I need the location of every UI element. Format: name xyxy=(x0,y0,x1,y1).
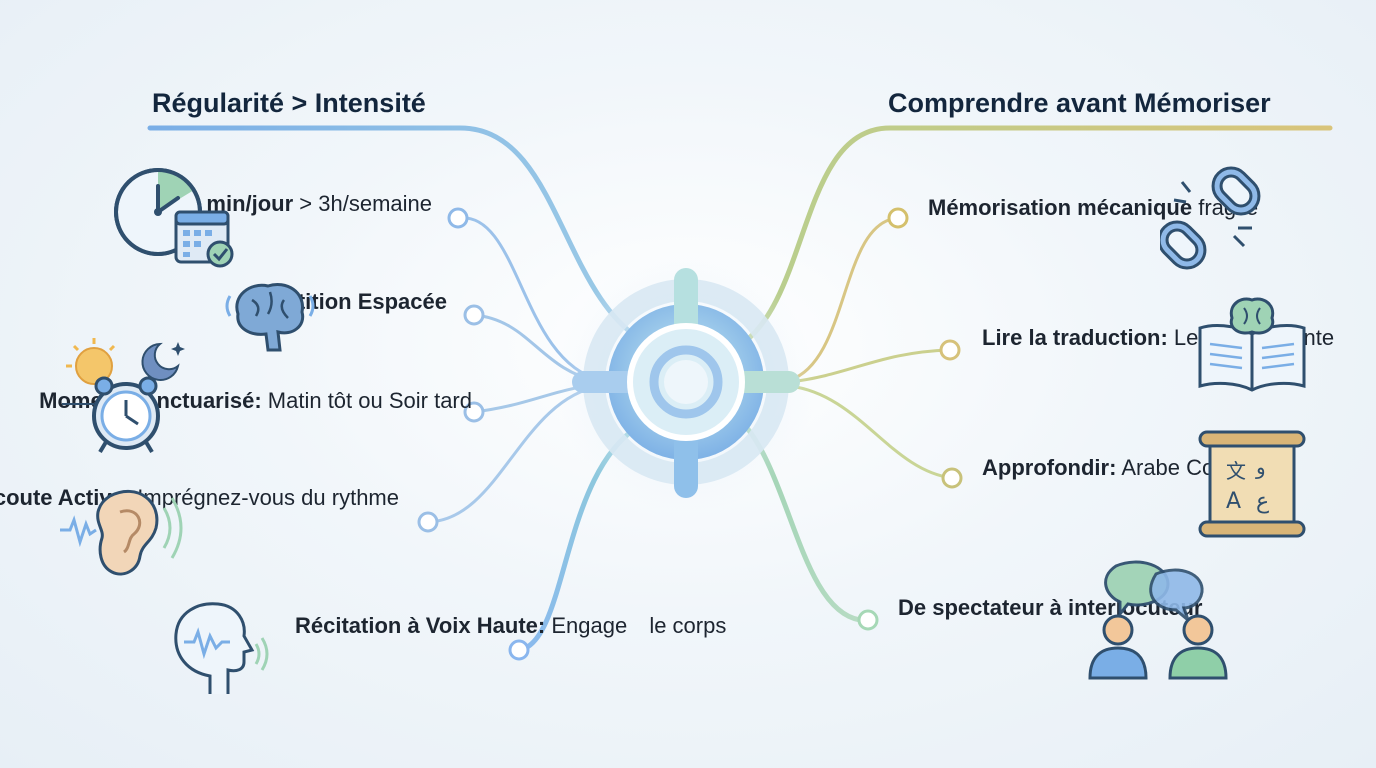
scroll-glyph: A xyxy=(1226,489,1241,514)
clock-calendar-icon xyxy=(114,168,234,268)
item-ecoute: Écoute Active: Imprégnez-vous du rythme xyxy=(0,485,399,510)
node-dot[interactable] xyxy=(417,511,439,533)
scroll-glyph: و xyxy=(1255,455,1266,479)
sun-moon-alarm-icon xyxy=(62,338,185,454)
node-dot[interactable] xyxy=(447,207,469,229)
brain-icon xyxy=(225,283,315,352)
node-dot[interactable] xyxy=(939,339,961,361)
scroll-glyph: ع xyxy=(1256,489,1269,514)
node-dot[interactable] xyxy=(887,207,909,229)
conversation-icon xyxy=(1088,560,1228,680)
right-branch-title: Comprendre avant Mémoriser xyxy=(888,88,1271,118)
node-dot[interactable] xyxy=(508,639,530,661)
item-memorisation: Mémorisation mécanique fragile xyxy=(928,195,1258,220)
node-dot[interactable] xyxy=(941,467,963,489)
item-recitation: Récitation à Voix Haute: Engage le corps xyxy=(295,613,727,638)
speaking-head-icon xyxy=(174,602,269,694)
node-dot[interactable] xyxy=(857,609,879,631)
broken-chain-icon xyxy=(1160,166,1261,270)
left-branch-title: Régularité > Intensité xyxy=(152,88,426,118)
book-brain-icon xyxy=(1198,297,1306,392)
scroll-icon: 文 و A ع xyxy=(1198,430,1306,538)
ear-icon xyxy=(60,489,183,576)
scroll-glyph: 文 xyxy=(1226,459,1246,483)
node-dot[interactable] xyxy=(463,401,485,423)
node-dot[interactable] xyxy=(463,304,485,326)
